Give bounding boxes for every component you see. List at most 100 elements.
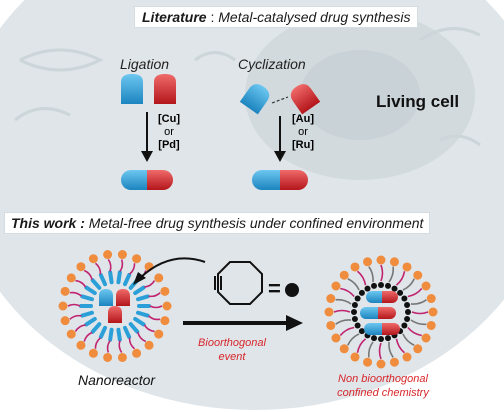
lipid-head <box>339 344 349 354</box>
bound-cyclooctyne-dot <box>351 315 358 322</box>
lipid-inner-segment <box>90 322 102 334</box>
reaction-arrow <box>183 315 303 331</box>
ligation-label: Ligation <box>120 56 170 72</box>
lipid-tail <box>69 291 82 297</box>
confined-chemistry-label: Non bioorthogonal confined chemistry <box>318 372 448 400</box>
this-work-banner: This work : Metal-free drug synthesis un… <box>4 212 431 234</box>
bound-cyclooctyne-dot <box>358 289 365 296</box>
cyclization-arrow <box>274 116 286 162</box>
lipid-head <box>331 281 341 291</box>
lipid-head <box>363 257 373 267</box>
bioorthogonal-event-line2: event <box>218 351 246 363</box>
lipid-tail <box>67 303 81 307</box>
ligation-catalyst-3: [Pd] <box>158 139 180 151</box>
nanoreactor-micelle <box>58 250 172 362</box>
lipid-inner-segment <box>108 270 114 285</box>
lipid-tail <box>335 298 352 305</box>
lipid-inner-segment <box>136 310 150 318</box>
lipid-head <box>376 359 386 369</box>
lipid-head <box>103 352 113 362</box>
bioorthogonal-event-line1: Bioorthogonal <box>198 337 266 349</box>
ligation-product-capsule <box>121 170 173 190</box>
bound-cyclooctyne-dot <box>378 282 384 288</box>
lipid-head <box>331 333 341 343</box>
lipid-head <box>66 273 76 283</box>
bound-cyclooctyne-dot <box>397 289 404 296</box>
lipid-tail <box>148 315 161 321</box>
lipid-inner-segment <box>80 294 94 302</box>
nanoreactor-label: Nanoreactor <box>78 372 156 388</box>
nanoreactor-core-fragments <box>99 289 130 323</box>
ligation-catalyst: [Cu] or [Pd] <box>154 113 184 152</box>
equals-sign: = <box>268 276 281 301</box>
ligation-catalyst-1: [Cu] <box>158 113 180 125</box>
lipid-tail <box>94 337 101 349</box>
lipid-head <box>60 286 70 296</box>
lipid-tail <box>367 341 374 358</box>
bound-cyclooctyne-dot <box>405 309 411 315</box>
lipid-tail <box>339 326 355 337</box>
lipid-tail <box>335 319 352 325</box>
bound-cyclooctyne-dot <box>378 336 384 342</box>
lipid-tail <box>395 338 406 354</box>
cyclization-red-fragment <box>290 84 321 115</box>
bound-cyclooctyne-dot <box>364 285 371 292</box>
product-nanoreactor-micelle <box>324 255 438 369</box>
lipid-tail <box>388 341 394 358</box>
bound-cyclooctyne-dot <box>351 309 357 315</box>
cyclooctyne-symbol-dot <box>285 283 299 297</box>
confined-chemistry-line2: confined chemistry <box>337 387 429 399</box>
cyclization-catalyst-1: [Au] <box>292 113 314 125</box>
lipid-tail <box>148 292 161 298</box>
literature-banner: Literature : Metal-catalysed drug synthe… <box>134 6 419 28</box>
lipid-tail <box>106 340 111 353</box>
lipid-tail <box>378 342 382 360</box>
lipid-head <box>350 352 360 362</box>
lipid-head <box>88 254 98 264</box>
living-cell-label: Living cell <box>376 92 460 111</box>
lipid-inner-segment <box>122 273 132 287</box>
lipid-head <box>60 316 70 326</box>
lipid-head <box>154 273 164 283</box>
lipid-head <box>350 262 360 272</box>
bound-cyclooctyne-dot <box>371 335 378 342</box>
lipid-head <box>326 320 336 330</box>
lipid-tail <box>356 270 367 286</box>
cyclization-catalyst-2: or <box>298 126 308 138</box>
lipid-head <box>426 320 436 330</box>
product-capsules <box>360 291 400 335</box>
lipid-head <box>162 301 172 311</box>
bound-cyclooctyne-dot <box>401 322 408 329</box>
cyclization-tether <box>271 96 289 104</box>
lipid-tail <box>410 319 427 326</box>
lipid-inner-segment <box>90 278 102 290</box>
lipid-inner-segment <box>84 316 97 327</box>
bioorthogonal-event-label: Bioorthogonal event <box>190 336 274 364</box>
literature-subtitle: Metal-catalysed drug synthesis <box>218 9 411 25</box>
ligation-arrow <box>141 112 153 162</box>
bound-cyclooctyne-dot <box>384 282 391 289</box>
cyclization-product-capsule <box>252 170 308 190</box>
lipid-inner-segment <box>84 285 97 296</box>
lipid-tail <box>333 309 351 313</box>
bound-cyclooctyne-dot <box>401 295 408 302</box>
lipid-head <box>324 307 334 317</box>
lipid-head <box>58 301 68 311</box>
lipid-head <box>339 270 349 280</box>
lipid-tail <box>407 287 423 298</box>
lipid-tail <box>119 259 124 272</box>
lipid-head <box>117 352 127 362</box>
lipid-tail <box>144 280 156 288</box>
lipid-tail <box>83 331 93 342</box>
lipid-inner-segment <box>116 270 122 285</box>
lipid-tail <box>410 299 427 305</box>
ligation-blue-fragment <box>121 74 143 104</box>
bound-cyclooctyne-dot <box>404 302 411 309</box>
lipid-tail <box>128 337 136 350</box>
lipid-tail <box>137 332 147 343</box>
lipid-head <box>117 250 127 260</box>
lipid-head <box>402 352 412 362</box>
lipid-inner-segment <box>98 325 108 339</box>
bound-cyclooctyne-dot <box>404 315 411 322</box>
